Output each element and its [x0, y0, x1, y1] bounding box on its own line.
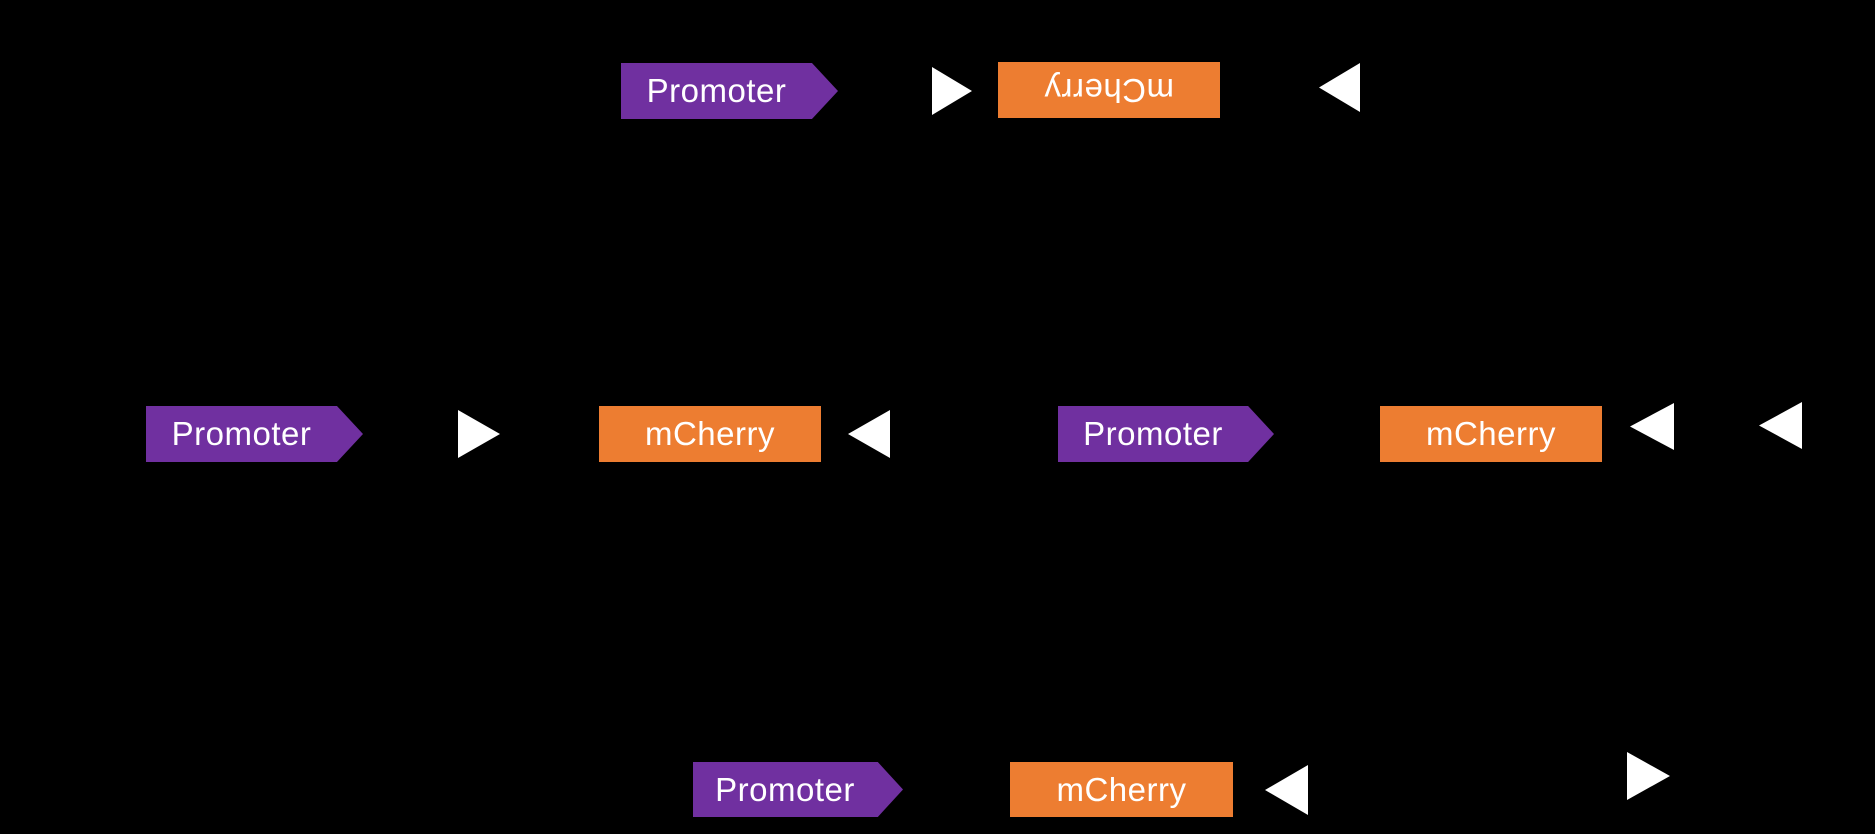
mcherry-gene-box-label: mCherry: [1056, 770, 1187, 808]
promoter-arrow: Promoter: [693, 762, 903, 817]
mcherry-gene-box: mCherry: [1010, 762, 1233, 817]
recombination-site-triangle-left: [1265, 765, 1308, 815]
promoter-arrow-label: Promoter: [715, 770, 855, 808]
recombination-site-triangle-right: [1627, 752, 1670, 800]
